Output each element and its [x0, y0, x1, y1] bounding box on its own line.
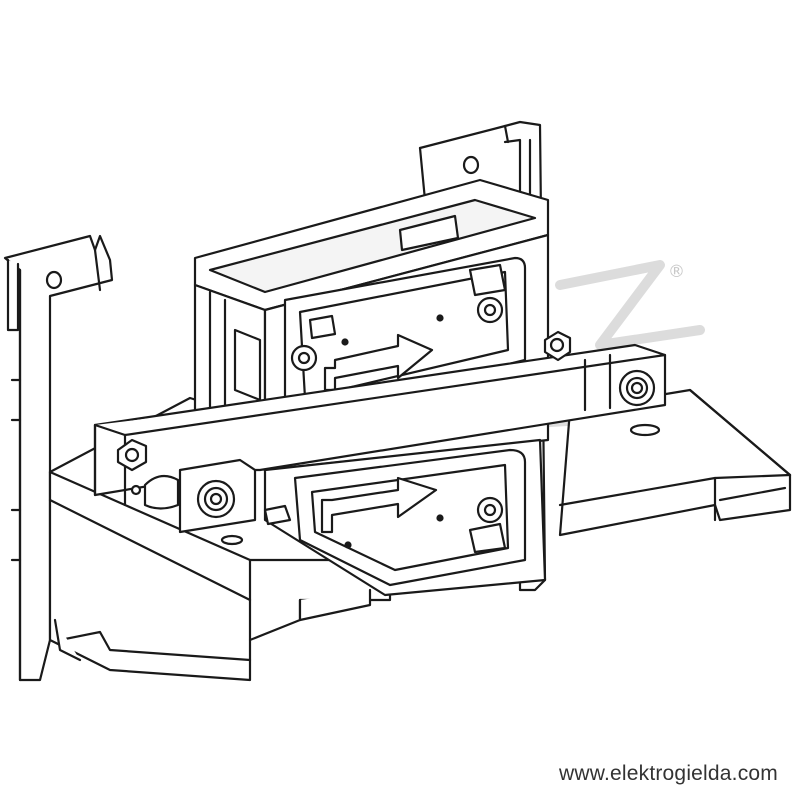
- direction-arrow-lower: [320, 476, 438, 534]
- busbar: [93, 343, 667, 534]
- bolt-left: [196, 479, 236, 519]
- nut-right-back: [543, 330, 572, 362]
- panel-screw-1: [290, 344, 318, 372]
- panel-clips: [220, 214, 507, 554]
- left-mounting-plate: [3, 234, 114, 682]
- panel-screw-3: [476, 496, 504, 524]
- mount-screw-left: [130, 474, 180, 510]
- website-url: www.elektrogielda.com: [559, 762, 778, 785]
- right-shelf: [558, 388, 792, 537]
- nut-left-back: [116, 438, 148, 472]
- bolt-right: [618, 369, 656, 407]
- panel-screw-2: [476, 296, 504, 324]
- registered-trademark-mark: ®: [668, 262, 685, 282]
